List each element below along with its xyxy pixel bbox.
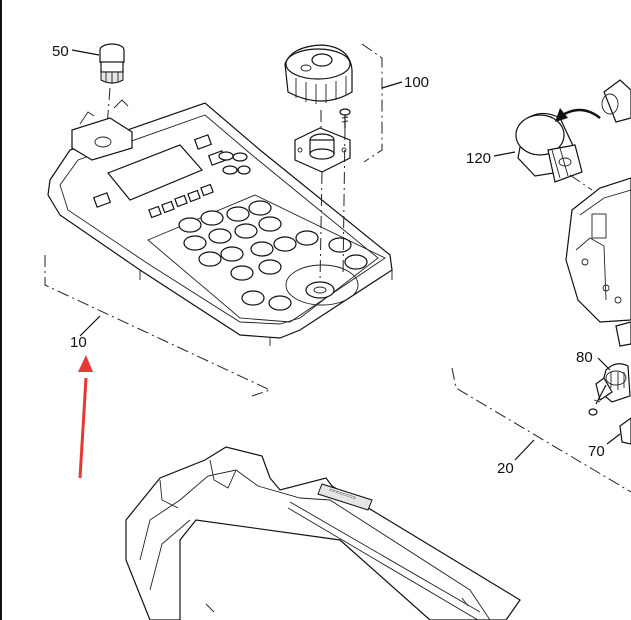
part-70-bracket — [619, 417, 631, 445]
axis-100c — [342, 127, 346, 276]
bracket-20 — [451, 367, 631, 493]
axis-120 — [569, 174, 593, 191]
part-10-keypad-panel — [47, 99, 393, 346]
axis-100b — [319, 171, 323, 283]
leader-80 — [597, 357, 611, 371]
left-border-line — [0, 0, 2, 620]
red-arrow-head — [78, 355, 93, 372]
leader-120 — [493, 151, 516, 157]
leader-50 — [71, 49, 100, 56]
frame-gasket: ======== — [125, 446, 521, 620]
part-50-button — [99, 43, 125, 84]
label-part-100: 100 — [404, 74, 429, 91]
label-part-70: 70 — [588, 443, 605, 460]
bracket-10 — [44, 255, 272, 397]
label-part-50: 50 — [52, 43, 69, 60]
cable-gland — [601, 79, 631, 123]
red-arrow-shaft — [78, 377, 88, 479]
label-part-120: 120 — [466, 150, 491, 167]
screw-100 — [339, 108, 351, 128]
leader-70 — [606, 433, 621, 445]
rotation-arrowhead — [555, 108, 568, 122]
leader-20 — [514, 439, 535, 461]
part-100-socket — [294, 127, 351, 173]
part-120-connector — [515, 112, 583, 183]
leader-10 — [79, 315, 101, 337]
bracket-100 — [361, 43, 383, 163]
part-20-housing — [565, 177, 631, 347]
label-part-10: 10 — [70, 334, 87, 351]
part-80-fitting — [595, 363, 631, 403]
label-part-80: 80 — [576, 349, 593, 366]
leader-100 — [381, 81, 403, 89]
axis-50 — [105, 87, 111, 141]
label-part-20: 20 — [497, 460, 514, 477]
screw-70 — [588, 384, 607, 416]
part-100-dial-cap — [284, 44, 353, 104]
